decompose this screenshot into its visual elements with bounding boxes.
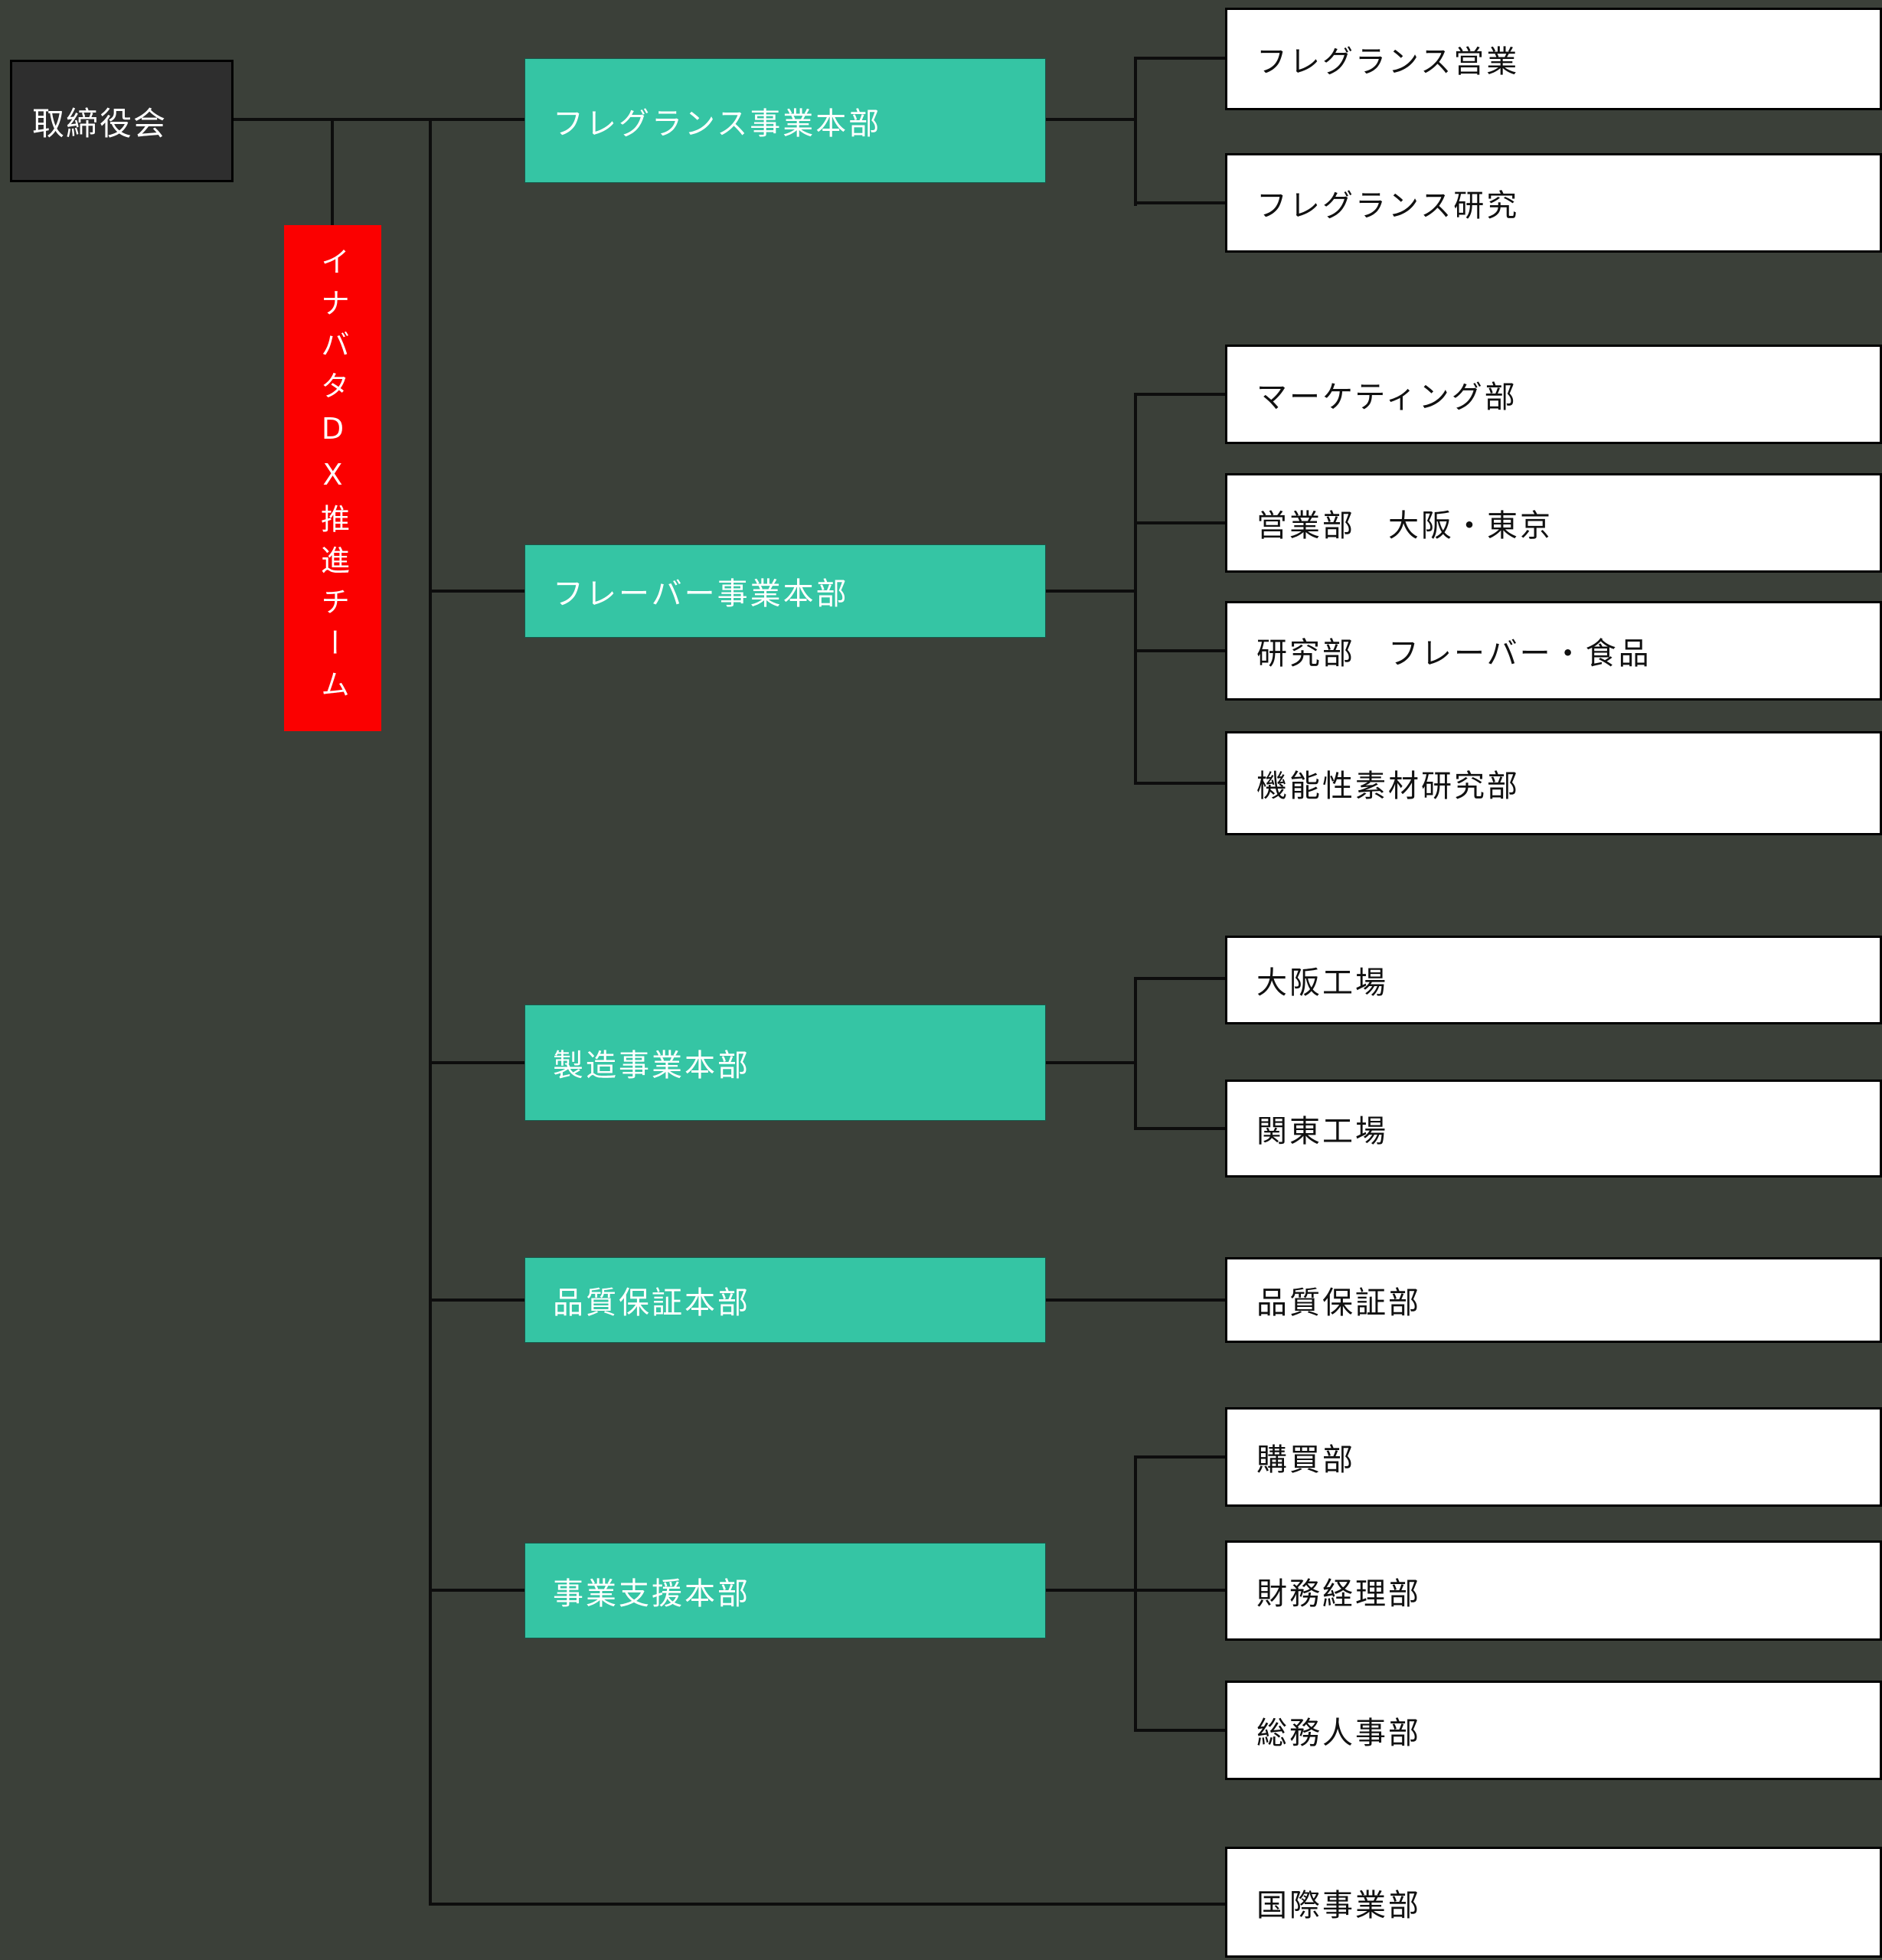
node-label: 製造事業本部	[553, 1048, 750, 1083]
connector-line	[1046, 590, 1137, 593]
connector-line	[1134, 1455, 1137, 1732]
node-manufacturing-division: 製造事業本部	[524, 1004, 1046, 1121]
connector-line	[429, 118, 432, 1906]
node-dept-marketing: マーケティング部	[1225, 345, 1882, 444]
node-label: 取締役会	[32, 104, 168, 142]
connector-line	[1046, 1298, 1225, 1302]
node-label: 事業支援本部	[553, 1576, 750, 1612]
connector-line	[430, 1589, 524, 1592]
connector-line	[1135, 393, 1225, 396]
node-label: 品質保証本部	[553, 1285, 750, 1321]
connector-line	[331, 118, 334, 228]
connector-line	[234, 118, 524, 121]
node-label: 総務人事部	[1256, 1716, 1421, 1751]
connector-line	[1135, 782, 1225, 785]
connector-line	[430, 1061, 524, 1064]
node-dept-osaka-plant: 大阪工場	[1225, 936, 1882, 1024]
connector-line	[1135, 1455, 1225, 1459]
node-label: 大阪工場	[1256, 965, 1388, 1001]
node-fragrance-division: フレグランス事業本部	[524, 58, 1046, 183]
connector-line	[1135, 977, 1225, 980]
connector-line	[1135, 649, 1225, 652]
connector-line	[1134, 977, 1137, 1130]
connector-line	[1134, 57, 1137, 206]
connector-line	[1135, 201, 1225, 204]
connector-line	[430, 1903, 1225, 1906]
node-flavor-division: フレーバー事業本部	[524, 544, 1046, 638]
node-label: 財務経理部	[1256, 1576, 1421, 1612]
connector-line	[1135, 521, 1225, 524]
node-label: フレグランス事業本部	[553, 106, 882, 142]
node-dept-purchasing: 購買部	[1225, 1407, 1882, 1507]
connector-line	[1046, 1061, 1137, 1064]
connector-line	[430, 1298, 524, 1302]
node-dept-general-affairs-hr: 総務人事部	[1225, 1681, 1882, 1780]
node-label: 品質保証部	[1256, 1285, 1421, 1321]
node-dept-quality-assurance: 品質保証部	[1225, 1257, 1882, 1343]
node-dept-research-flavor-food: 研究部 フレーバー・食品	[1225, 601, 1882, 701]
connector-line	[1046, 118, 1137, 121]
node-label: イナバタDX推進チーム	[315, 246, 350, 710]
node-label: 国際事業部	[1256, 1887, 1421, 1923]
connector-line	[1135, 57, 1225, 60]
node-dept-fragrance-sales: フレグランス営業	[1225, 8, 1882, 110]
node-dept-sales-osaka-tokyo: 営業部 大阪・東京	[1225, 473, 1882, 573]
node-dept-kanto-plant: 関東工場	[1225, 1080, 1882, 1178]
node-label: 研究部 フレーバー・食品	[1256, 636, 1652, 671]
node-business-support-division: 事業支援本部	[524, 1543, 1046, 1638]
node-dept-international-business: 国際事業部	[1225, 1847, 1882, 1958]
node-dept-finance-accounting: 財務経理部	[1225, 1540, 1882, 1641]
node-label: 営業部 大阪・東京	[1256, 508, 1553, 544]
node-label: 関東工場	[1256, 1114, 1388, 1149]
node-quality-assurance-division: 品質保証本部	[524, 1257, 1046, 1343]
node-dept-fragrance-research: フレグランス研究	[1225, 153, 1882, 253]
node-label: フレグランス研究	[1256, 188, 1520, 224]
connector-line	[430, 590, 524, 593]
node-label: 機能性素材研究部	[1256, 769, 1520, 804]
node-label: マーケティング部	[1256, 380, 1518, 415]
node-dx-promotion-team: イナバタDX推進チーム	[284, 225, 381, 731]
node-label: フレーバー事業本部	[553, 577, 849, 612]
connector-line	[1134, 393, 1137, 785]
node-label: 購買部	[1256, 1442, 1355, 1478]
node-label: フレグランス営業	[1256, 44, 1520, 80]
connector-line	[1135, 1729, 1225, 1732]
node-dept-functional-materials-research: 機能性素材研究部	[1225, 731, 1882, 835]
node-board-of-directors: 取締役会	[10, 60, 234, 182]
connector-line	[1135, 1127, 1225, 1130]
